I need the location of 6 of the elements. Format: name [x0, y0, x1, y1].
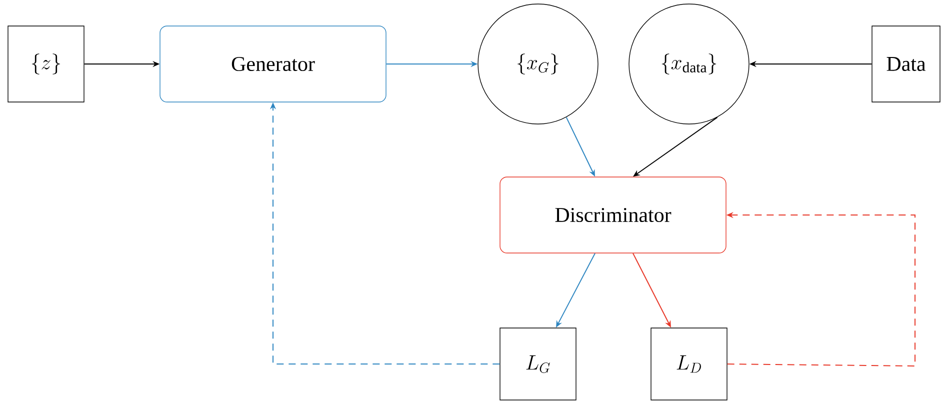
variable-box: $\{z\}$ — [8, 26, 84, 102]
loss-box: $L_D$ — [650, 328, 728, 400]
loss-box: $L_G$ — [500, 328, 576, 400]
generator-box: Generator — [160, 26, 386, 102]
discriminator-box: Discriminator — [500, 176, 726, 254]
data-box: Data — [872, 26, 940, 102]
